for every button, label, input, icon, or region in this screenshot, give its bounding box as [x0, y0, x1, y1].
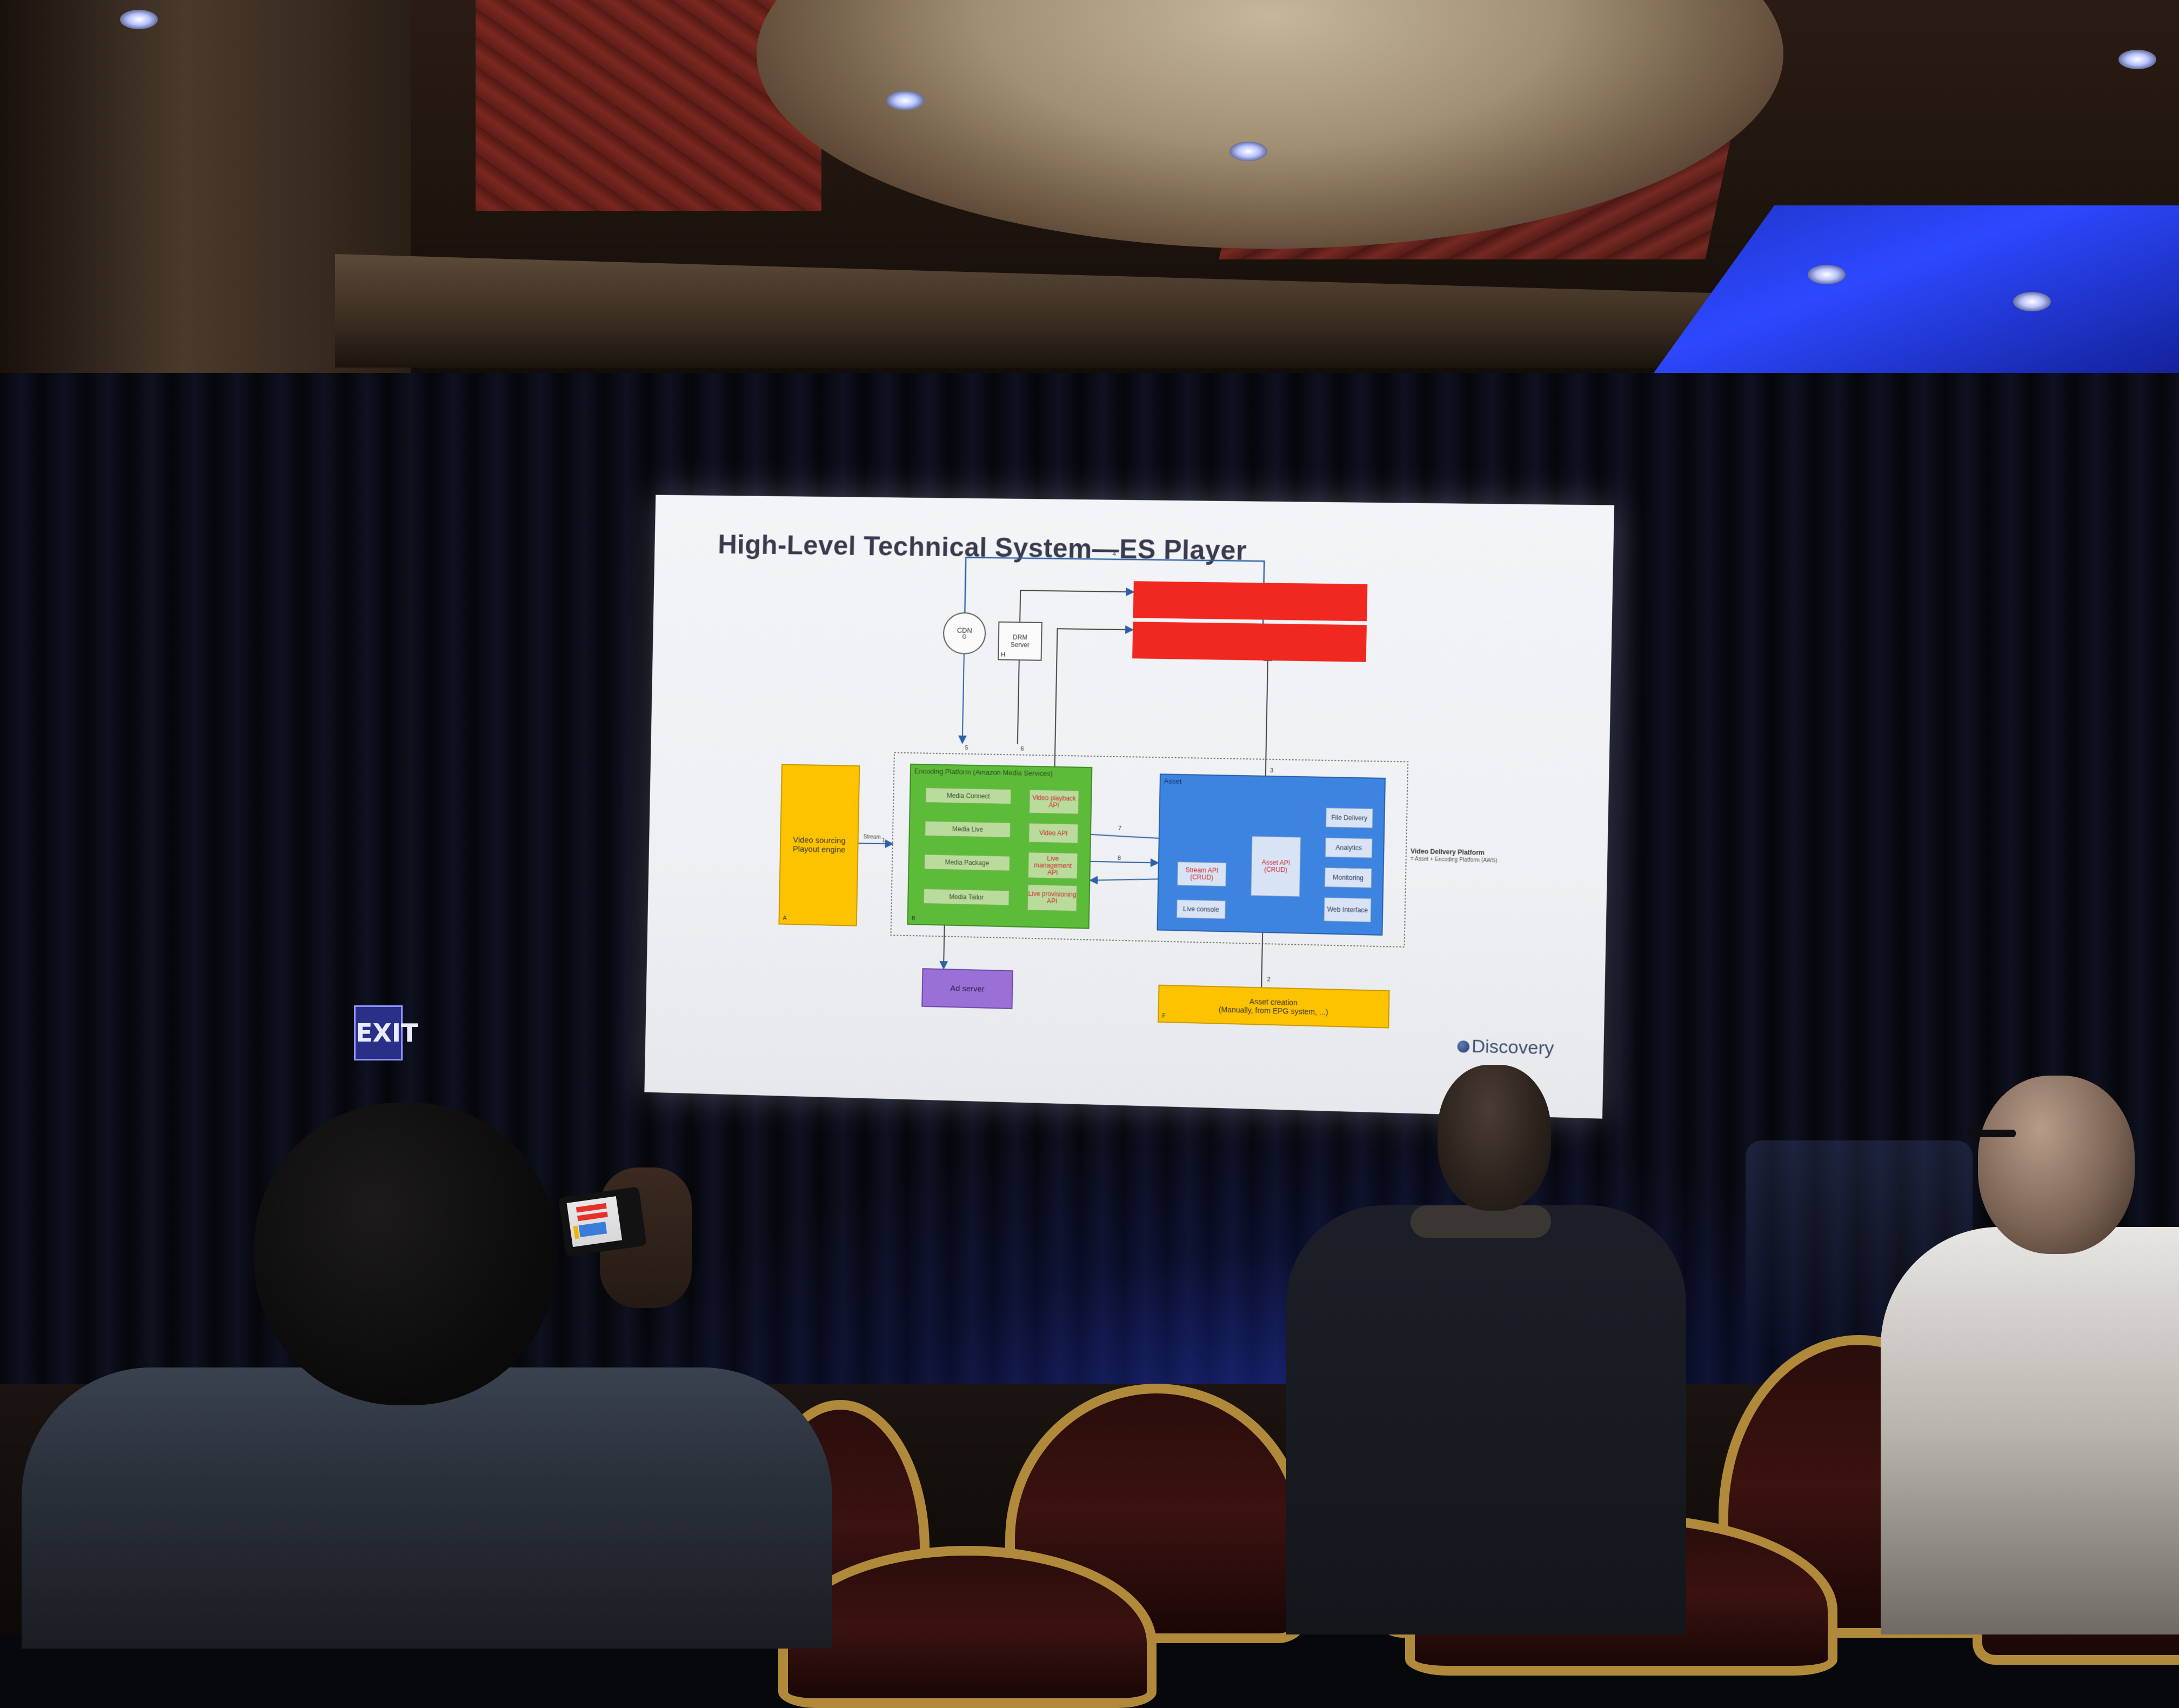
step-number: 1: [881, 837, 886, 844]
asset-api: Asset API (CRUD): [1251, 836, 1301, 897]
audience-member-head: [1438, 1065, 1551, 1211]
stream-api: Stream API (CRUD): [1177, 862, 1227, 887]
cdn-label: CDN: [957, 626, 972, 635]
media-connect: Media Connect: [925, 788, 1012, 805]
ceiling-light: [1808, 265, 1846, 284]
drm-server: DRM Server H: [998, 621, 1042, 661]
drm-label: DRM Server: [1010, 633, 1030, 649]
red-bar-bottom: [1132, 622, 1367, 662]
encoding-platform-letter: B: [911, 915, 915, 922]
audience-member-head: [1978, 1076, 2135, 1254]
exit-sign: EXIT: [354, 1005, 418, 1060]
media-package: Media Package: [924, 854, 1010, 871]
audience-member-head: [254, 1103, 557, 1405]
audience-member-collar: [1411, 1205, 1551, 1238]
discovery-globe-icon: [1457, 1040, 1470, 1053]
live-management-api: Live management API: [1027, 852, 1078, 879]
phone-screen: [566, 1196, 623, 1247]
step-number: 2: [1267, 976, 1271, 983]
projection-screen: High-Level Technical System—ES Player: [644, 495, 1614, 1119]
file-delivery: File Delivery: [1325, 808, 1373, 829]
audience-member-center: [1286, 1205, 1686, 1634]
step-number: 5: [965, 744, 968, 751]
connector-5: [962, 655, 964, 743]
connector-8b: [1090, 878, 1158, 882]
stream-label: Stream: [863, 834, 881, 840]
video-api: Video API: [1028, 823, 1079, 844]
connector-6: [1018, 660, 1019, 744]
video-sourcing-label: Video sourcing Playout engine: [792, 835, 846, 855]
step-number: 7: [1118, 825, 1122, 832]
audience-member-right: [1881, 1227, 2179, 1634]
ceiling-light: [886, 91, 924, 110]
web-interface: Web Interface: [1324, 897, 1372, 923]
media-live: Media Live: [925, 820, 1011, 838]
glasses-icon: [1967, 1130, 2016, 1137]
discovery-logo-text: Discovery: [1471, 1036, 1554, 1059]
red-bar-top: [1133, 581, 1368, 622]
step-number: 8: [1117, 855, 1121, 862]
drm-letter: H: [1001, 651, 1006, 658]
smartphone: [558, 1186, 647, 1257]
step-number: 3: [1269, 767, 1274, 775]
encoding-platform-title: Encoding Platform (Amazon Media Services…: [914, 766, 1053, 778]
audience-member-left: [22, 1367, 832, 1649]
cdn-letter: G: [962, 634, 967, 640]
connector-1: [858, 843, 893, 844]
connector-api-red: [1054, 629, 1133, 789]
ceiling-light: [1229, 142, 1267, 161]
discovery-logo: Discovery: [1457, 1036, 1554, 1059]
ceiling-light: [120, 10, 158, 29]
video-sourcing-box: Video sourcing Playout engine A: [778, 764, 860, 926]
media-tailor: Media Tailor: [923, 889, 1010, 906]
ceiling-light: [2118, 50, 2156, 69]
encoding-platform: Encoding Platform (Amazon Media Services…: [907, 763, 1093, 929]
ceiling-light: [2013, 292, 2051, 311]
step-number: 6: [1020, 745, 1024, 752]
monitoring: Monitoring: [1324, 867, 1372, 888]
live-console: Live console: [1176, 899, 1226, 919]
step-number: 4: [1112, 551, 1117, 558]
asset-block: Asset Asset API (CRUD) Stream API (CRUD)…: [1157, 773, 1386, 936]
video-playback-api: Video playback API: [1029, 789, 1079, 815]
platform-label-title: Video Delivery Platform: [1410, 847, 1485, 857]
asset-creation-box: Asset creation (Manually, from EPG syste…: [1158, 984, 1390, 1029]
asset-title: Asset: [1164, 777, 1182, 786]
asset-creation-label: Asset creation (Manually, from EPG syste…: [1218, 997, 1328, 1017]
connector-8: [1091, 862, 1158, 863]
asset-creation-letter: F: [1162, 1012, 1166, 1020]
connector-drm-red: [1020, 590, 1133, 624]
ad-server-box: Ad server: [921, 968, 1013, 1009]
video-sourcing-letter: A: [783, 915, 787, 922]
live-provisioning-api: Live provisioning API: [1027, 884, 1078, 912]
analytics: Analytics: [1325, 837, 1373, 858]
